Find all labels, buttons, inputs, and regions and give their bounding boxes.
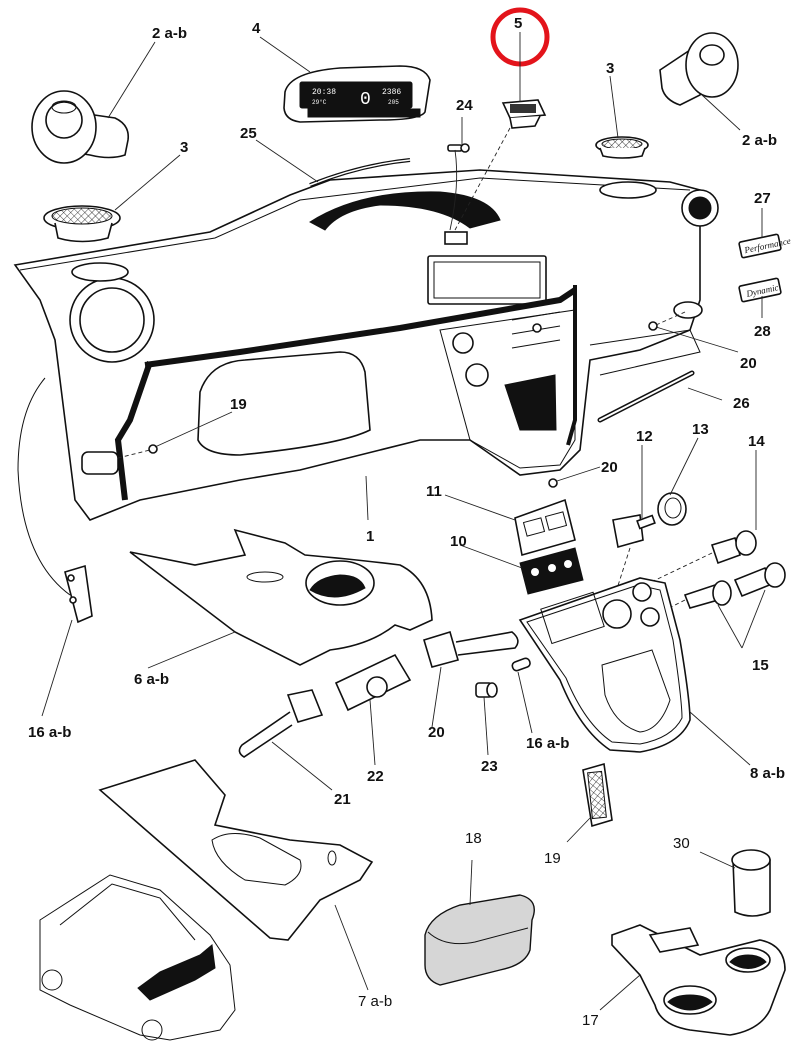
bonnet-release-part	[64, 564, 93, 624]
lower-dash-panel-part	[98, 759, 374, 941]
center-console-bezel-part	[518, 577, 691, 753]
cluster-time: 20:38	[312, 88, 336, 97]
label-28: 27	[754, 190, 771, 207]
label-22: 21	[334, 791, 351, 808]
cup-holder-part	[611, 924, 786, 1036]
bulb-part	[511, 657, 531, 672]
switch-unit-part	[334, 653, 412, 712]
label-18: 18	[465, 830, 482, 847]
screw-part	[447, 143, 470, 153]
label-7ab: 7 a-b	[358, 993, 392, 1010]
steering-column-cover-part	[129, 528, 433, 666]
label-9: 10	[450, 533, 467, 550]
label-10: 11	[426, 483, 442, 500]
cup-insert-part	[731, 849, 771, 917]
wiper-stalk-part	[423, 630, 519, 668]
cluster-trip: 205	[388, 99, 399, 106]
label-29: 28	[754, 323, 771, 340]
label-17: 17	[582, 1012, 599, 1029]
cluster-temp: 29°C	[312, 99, 327, 106]
label-5: 5	[514, 15, 522, 32]
cluster-gear: 0	[360, 90, 371, 110]
label-19: 19	[544, 850, 561, 867]
label-1: 1	[366, 528, 374, 545]
bushing-part	[475, 682, 498, 698]
label-3-right: 3	[606, 60, 614, 77]
label-30: 30	[673, 835, 690, 852]
air-vent-left-part	[31, 90, 130, 164]
label-23: 22	[367, 768, 384, 785]
vent-bezel-part	[514, 498, 576, 557]
label-16ab: 16 a-b	[28, 724, 71, 741]
label-8ab: 8 a-b	[750, 765, 785, 782]
label-26: 25	[240, 125, 257, 142]
vehicle-outline	[39, 874, 236, 1041]
rotary-switch-part	[612, 514, 656, 549]
callout-labels: 2 a-b 3 4 5 3 2 a-b 24 25 27 28 20 26 19…	[28, 15, 785, 1029]
label-2ab-left: 2 a-b	[152, 25, 187, 42]
label-2ab-right: 2 a-b	[742, 132, 777, 149]
speaker-grille-left-part	[43, 205, 121, 243]
label-20-right: 20	[740, 355, 757, 372]
instrument-cluster-part: 20:38 29°C 0 2386 205	[283, 65, 431, 123]
light-stalk-part	[238, 689, 324, 758]
label-12: 13	[692, 421, 709, 438]
label-13: 14	[748, 433, 765, 450]
cluster-odometer: 2386	[382, 88, 401, 97]
speaker-grille-right-part	[595, 136, 649, 159]
label-15: 16 a-b	[526, 735, 569, 752]
cigarette-lighter-part	[683, 562, 786, 609]
label-25: 24	[456, 97, 473, 114]
courtesy-light-part	[582, 762, 613, 828]
knob-part	[657, 492, 687, 526]
air-vent-right-part	[659, 32, 739, 106]
sensor-module-part	[501, 99, 547, 129]
label-24: 23	[481, 758, 498, 775]
label-4: 4	[252, 20, 261, 37]
badge-dynamic-part: Dynamic	[738, 277, 782, 303]
storage-box-part	[424, 894, 535, 986]
label-3-left: 3	[180, 139, 188, 156]
label-27: 26	[733, 395, 750, 412]
climate-control-panel-part	[519, 547, 584, 595]
label-11: 12	[636, 428, 653, 445]
leader-lines	[41, 32, 766, 1011]
badge-performance-part: Performance	[738, 233, 792, 259]
label-20-left: 19	[230, 396, 247, 413]
hazard-switch-part	[710, 530, 757, 565]
label-6ab: 6 a-b	[134, 671, 169, 688]
label-21: 20	[428, 724, 445, 741]
label-14: 15	[752, 657, 769, 674]
label-20-center: 20	[601, 459, 618, 476]
